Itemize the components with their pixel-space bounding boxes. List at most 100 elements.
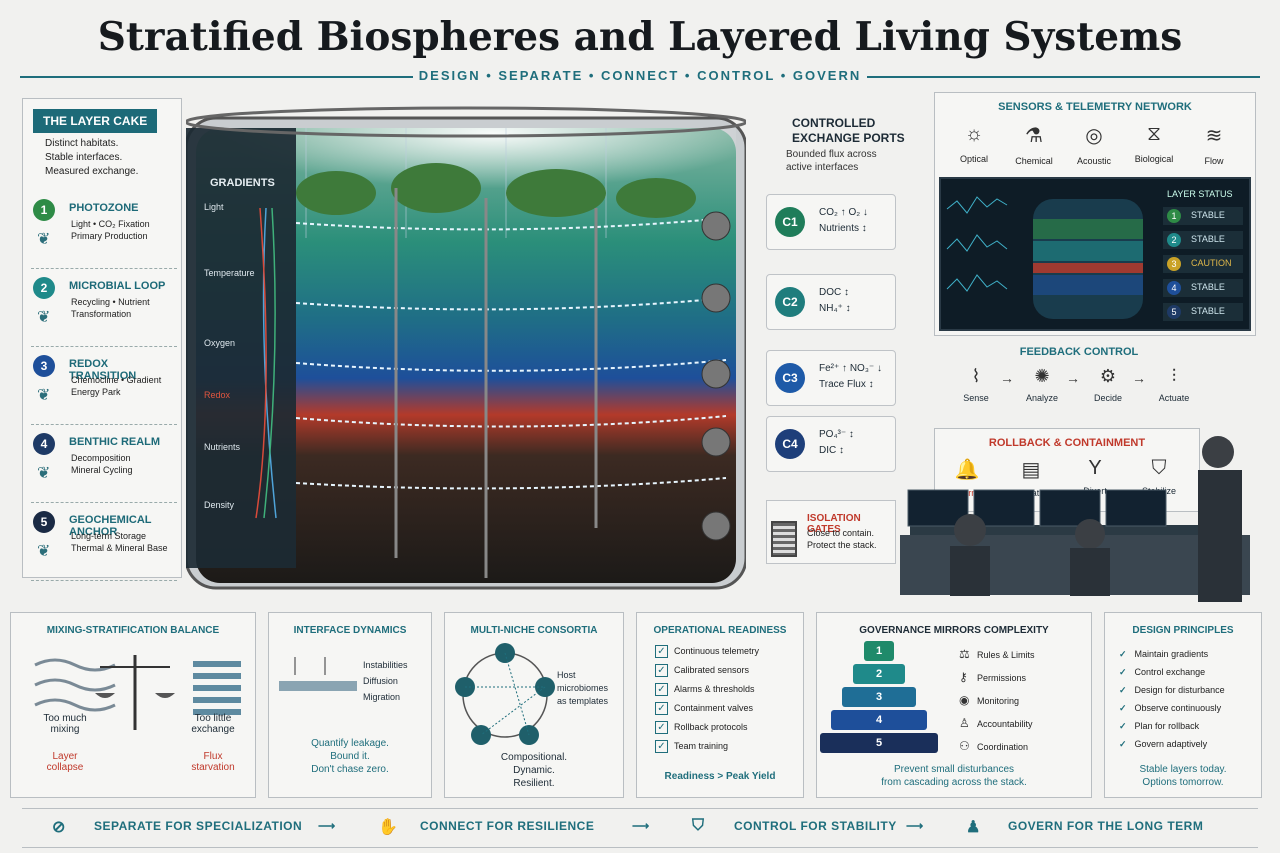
sensor-optical[interactable]: ☼Optical bbox=[949, 123, 999, 164]
governance-item[interactable]: ⚖Rules & Limits bbox=[959, 647, 1035, 661]
iso-line: Close to contain. bbox=[807, 528, 875, 538]
layer-desc: Mineral Cycling bbox=[71, 465, 133, 475]
readiness-item[interactable]: ✓Alarms & thresholds bbox=[655, 683, 755, 696]
gradient-label: Temperature bbox=[204, 268, 255, 278]
rollback-icon: Y bbox=[1088, 457, 1102, 479]
ports-subtitle: Bounded flux across active interfaces bbox=[786, 148, 877, 174]
gradient-label: Density bbox=[204, 500, 235, 510]
layer-status-text: STABLE bbox=[1191, 234, 1225, 244]
readiness-item[interactable]: ✓Calibrated sensors bbox=[655, 664, 749, 677]
layer-status-title: LAYER STATUS bbox=[1167, 189, 1233, 199]
feedback-step-analyze[interactable]: ✺Analyze bbox=[1014, 366, 1070, 403]
arrow-right-icon: → bbox=[1066, 370, 1080, 386]
check-icon: ✓ bbox=[1119, 739, 1127, 749]
footer-icon: ♟ bbox=[966, 819, 981, 836]
rollback-title: ROLLBACK & CONTAINMENT bbox=[988, 437, 1146, 449]
host-line: Host bbox=[557, 670, 576, 680]
readiness-item[interactable]: ✓Rollback protocols bbox=[655, 721, 748, 734]
feedback-step-decide[interactable]: ⚙Decide bbox=[1080, 366, 1136, 403]
feedback-icon: ✺ bbox=[1034, 366, 1050, 386]
feedback-step-actuate[interactable]: ⫶Actuate bbox=[1146, 366, 1202, 403]
layer-cake-desc: Distinct habitats. Stable interfaces. Me… bbox=[45, 137, 138, 179]
layer-desc: Transformation bbox=[71, 309, 132, 319]
gradient-label: Redox bbox=[204, 390, 231, 400]
principle-label: Plan for rollback bbox=[1134, 721, 1200, 731]
principle-item: ✓Maintain gradients bbox=[1119, 649, 1208, 660]
layer-status-text: STABLE bbox=[1191, 210, 1225, 220]
principle-item: ✓Govern adaptively bbox=[1119, 739, 1207, 750]
isolation-desc: Close to contain. Protect the stack. bbox=[807, 527, 877, 551]
sensor-acoustic[interactable]: ◎Acoustic bbox=[1069, 123, 1119, 166]
governance-icon: ⚷ bbox=[959, 670, 968, 684]
checkbox-checked-icon: ✓ bbox=[655, 683, 668, 696]
principle-item: ✓Control exchange bbox=[1119, 667, 1205, 678]
arrow-right-icon: → bbox=[1132, 370, 1146, 386]
governance-label: Accountability bbox=[977, 719, 1033, 729]
governance-level: 1 bbox=[864, 641, 894, 661]
sensor-icon: ⚗ bbox=[1025, 125, 1043, 147]
gradient-label: Light bbox=[204, 202, 224, 212]
governance-item[interactable]: ◉Monitoring bbox=[959, 693, 1019, 707]
label-line: collapse bbox=[46, 762, 84, 773]
readiness-item[interactable]: ✓Continuous telemetry bbox=[655, 645, 759, 658]
gradient-label: Nutrients bbox=[204, 442, 241, 452]
interface-item: Migration bbox=[363, 692, 401, 702]
consortia-host: Host microbiomes as templates bbox=[557, 669, 608, 708]
interface-item: Instabilities bbox=[363, 660, 408, 670]
rollback-icon: 🔔 bbox=[954, 459, 980, 481]
governance-item[interactable]: ♙ Accountability bbox=[959, 716, 1033, 730]
feedback-title: FEEDBACK CONTROL bbox=[1019, 346, 1139, 358]
readiness-item[interactable]: ✓Team training bbox=[655, 740, 728, 753]
governance-level: 3 bbox=[842, 687, 916, 707]
tag-line: Resilient. bbox=[513, 778, 555, 789]
layer-name: PHOTOZONE bbox=[69, 202, 139, 214]
layer-status-text: STABLE bbox=[1191, 282, 1225, 292]
governance-item[interactable]: ⚇Coordination bbox=[959, 739, 1028, 753]
label-line: mixing bbox=[50, 724, 80, 735]
readiness-footer: Readiness > Peak Yield bbox=[664, 771, 776, 782]
sensor-icon: ≋ bbox=[1205, 125, 1223, 147]
governance-icon: ♙ bbox=[959, 716, 970, 730]
port-flux: DOC ↕ bbox=[819, 287, 849, 298]
sensor-biological[interactable]: ⧖Biological bbox=[1129, 123, 1179, 164]
consortia-panel: MULTI-NICHE CONSORTIA Host microbiomes a… bbox=[444, 612, 624, 798]
interface-item: Diffusion bbox=[363, 676, 398, 686]
host-line: microbiomes bbox=[557, 683, 609, 693]
feedback-step-sense[interactable]: ⌇Sense bbox=[948, 366, 1004, 403]
principles-footer-line: Stable layers today. bbox=[1139, 764, 1227, 775]
sensor-icon: ◎ bbox=[1085, 125, 1103, 147]
governance-title: GOVERNANCE MIRRORS COMPLEXITY bbox=[859, 625, 1049, 636]
sensor-chemical[interactable]: ⚗Chemical bbox=[1009, 123, 1059, 166]
principle-label: Design for disturbance bbox=[1134, 685, 1225, 695]
quote-line: Bound it. bbox=[330, 751, 370, 762]
checkbox-checked-icon: ✓ bbox=[655, 664, 668, 677]
port-flux: Trace Flux ↕ bbox=[819, 379, 874, 390]
ports-title-line: CONTROLLED bbox=[792, 116, 876, 130]
readiness-label: Team training bbox=[674, 740, 729, 751]
readiness-item[interactable]: ✓Containment valves bbox=[655, 702, 753, 715]
gov-footer-line: from cascading across the stack. bbox=[881, 777, 1027, 788]
governance-level: 4 bbox=[831, 710, 927, 730]
label-line: exchange bbox=[191, 724, 235, 735]
layer-desc: Thermal & Mineral Base bbox=[71, 543, 168, 553]
governance-item[interactable]: ⚷Permissions bbox=[959, 670, 1026, 684]
governance-footer: Prevent small disturbances from cascadin… bbox=[817, 763, 1091, 789]
layer-desc: Long-term Storage bbox=[71, 531, 147, 541]
sensor-flow[interactable]: ≋Flow bbox=[1189, 123, 1239, 166]
principle-label: Control exchange bbox=[1134, 667, 1206, 677]
layer-status-number: 2 bbox=[1167, 233, 1181, 247]
layer-status-text: CAUTION bbox=[1191, 258, 1232, 268]
isolation-gates[interactable]: ISOLATION GATES Close to contain. Protec… bbox=[766, 500, 896, 564]
layer-status-row: 2 STABLE bbox=[1163, 231, 1243, 249]
layer-icon: ❦ bbox=[37, 309, 51, 326]
feedback-label: Decide bbox=[1093, 393, 1122, 403]
principle-item: ✓Observe continuously bbox=[1119, 703, 1221, 714]
